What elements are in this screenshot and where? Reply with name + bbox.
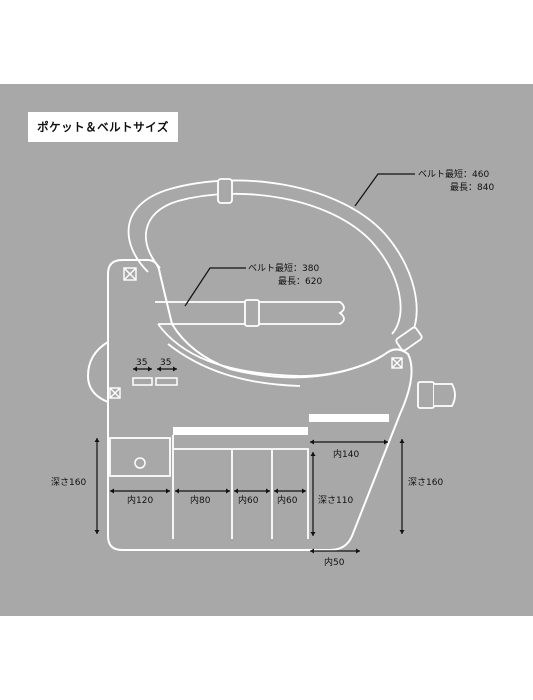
bag-diagram: ベルト最短：460 最長：840 ベルト最短：380 最長：620 35 35 … [51, 168, 494, 568]
bag-flap-left [86, 341, 109, 403]
reinforcement-x-left [109, 387, 121, 399]
pocket-120-label: 内120 [127, 494, 153, 506]
long-belt-max-label: 最長：840 [450, 182, 494, 193]
slot-right [155, 377, 178, 386]
long-belt-min-label: ベルト最短：460 [418, 168, 489, 180]
zipper-bar-right [309, 414, 389, 422]
slot-b-label: 35 [160, 358, 171, 368]
long-belt-buckle-right [395, 326, 423, 352]
dimension-lines [94, 173, 415, 554]
reinforcement-x-top [123, 267, 137, 281]
depth-left-label: 深さ160 [51, 477, 86, 488]
slot-left [132, 377, 153, 386]
depth-110-label: 深さ110 [318, 495, 353, 506]
title-box: ポケット＆ベルトサイズ [28, 112, 178, 142]
diagram-panel: ポケット＆ベルトサイズ [0, 84, 533, 616]
slot-a-label: 35 [136, 358, 147, 368]
pocket-panel [172, 435, 309, 539]
small-pocket-120 [109, 437, 171, 477]
inner-140-label: 内140 [333, 448, 359, 460]
waist-belt-buckle [244, 299, 260, 327]
long-belt-buckle-top [217, 178, 233, 204]
bag-body [107, 259, 413, 551]
long-shoulder-belt [127, 179, 418, 345]
inner-50-label: 内50 [324, 556, 345, 568]
pocket-60b-label: 内60 [277, 494, 298, 506]
snap-button [134, 457, 146, 469]
pocket-80-label: 内80 [190, 494, 211, 506]
pocket-60a-label: 内60 [238, 494, 259, 506]
short-belt-min-label: ベルト最短：380 [248, 262, 319, 274]
depth-right-label: 深さ160 [408, 477, 443, 488]
short-belt-max-label: 最長：620 [278, 276, 322, 287]
diagram-title: ポケット＆ベルトサイズ [37, 120, 169, 134]
waist-belt-clip [300, 301, 345, 325]
reinforcement-x-right [391, 357, 403, 369]
zipper-bar-long [173, 427, 308, 435]
side-release-buckle [417, 381, 456, 409]
